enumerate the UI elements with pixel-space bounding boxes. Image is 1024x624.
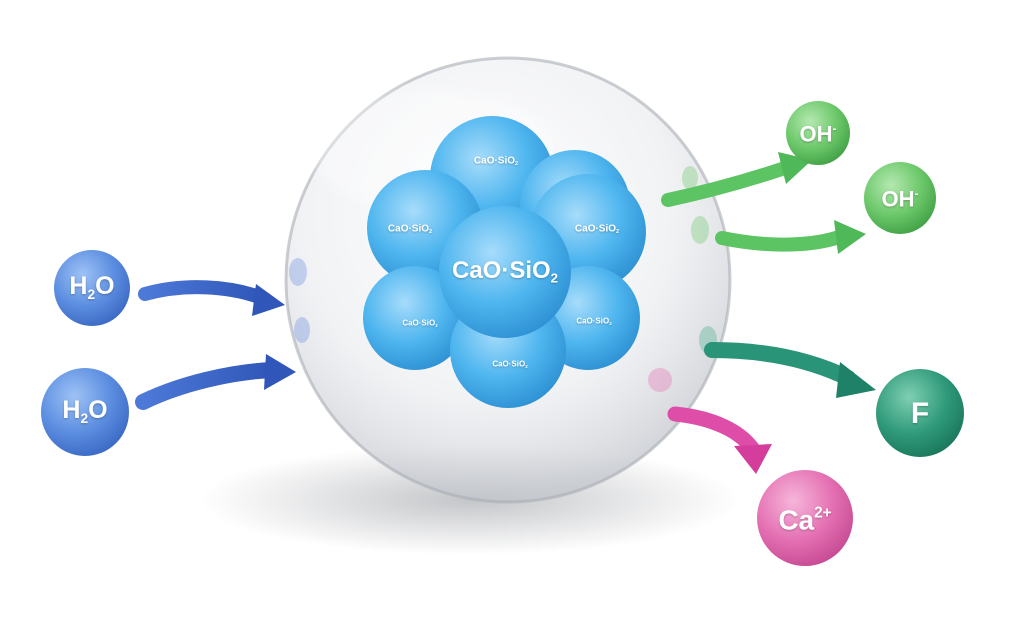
label-hydroxide-mid: OH- (881, 186, 919, 212)
core-petal-bottom-left (363, 266, 467, 370)
arrow-water-bottom (135, 354, 296, 410)
core-cluster (363, 116, 646, 408)
calcium-ion (757, 470, 853, 566)
hydroxide-ion-top (786, 101, 850, 165)
label-calcium: Ca2+ (778, 504, 832, 536)
arrow-calcium (667, 406, 772, 474)
water-molecule-bottom (41, 368, 129, 456)
label-petal-bottom-left: CaO·SiO2 (402, 318, 438, 329)
label-petal-bottom-right: CaO·SiO2 (576, 316, 612, 327)
core-center (439, 206, 571, 338)
label-fluoride: F (910, 397, 930, 430)
arrow-water-top (138, 280, 285, 316)
label-water-top: H2O (69, 272, 115, 303)
arrow-oh-mid (715, 220, 866, 254)
arrow-fluoride (704, 342, 876, 398)
fluoride-ion (876, 369, 964, 457)
label-petal-top: CaO·SiO2 (473, 155, 519, 168)
label-water-bottom: H2O (62, 396, 108, 427)
label-core-center: CaO·SiO2 (451, 257, 559, 286)
hydroxide-ion-mid (864, 162, 936, 234)
label-petal-left: CaO·SiO2 (387, 223, 433, 236)
label-hydroxide-top: OH- (799, 121, 837, 147)
label-petal-right: CaO·SiO2 (574, 223, 620, 236)
label-petal-bottom: CaO·SiO2 (492, 359, 528, 370)
water-molecule-top (54, 250, 130, 326)
